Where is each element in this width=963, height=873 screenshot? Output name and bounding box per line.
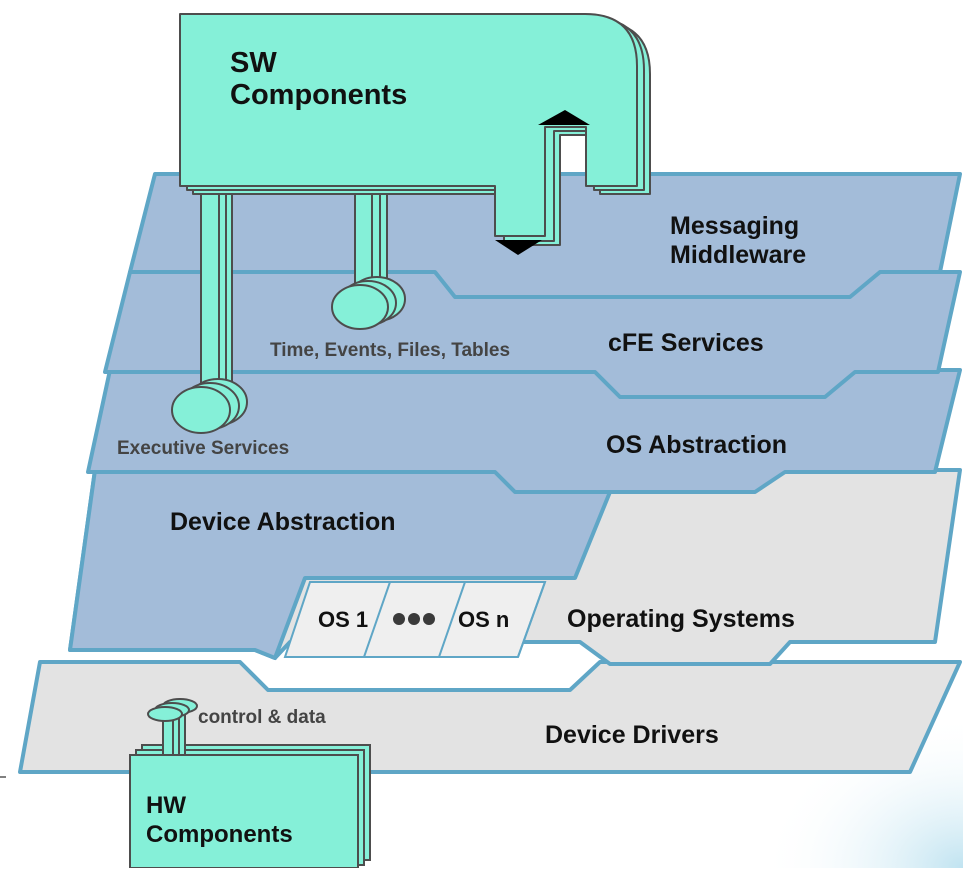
operating-systems-label: Operating Systems [567, 605, 795, 633]
time-events-annotation: Time, Events, Files, Tables [270, 340, 510, 361]
sw-components-title-line1: SW [230, 47, 277, 79]
messaging-label-line1: Messaging [670, 212, 799, 240]
hw-components-box [129, 754, 359, 869]
ellipsis-icon [393, 613, 435, 625]
connector-time-events [331, 184, 406, 330]
connector-executive-services [171, 184, 248, 434]
device-drivers-label: Device Drivers [545, 721, 719, 749]
hw-components-title-line2: Components [146, 821, 293, 848]
os-abstraction-label: OS Abstraction [606, 431, 787, 459]
cfe-services-label: cFE Services [608, 329, 764, 357]
sw-components-title-line2: Components [230, 79, 407, 111]
sw-components-box [179, 13, 638, 237]
control-data-annotation: control & data [198, 707, 326, 728]
hw-components-stack [129, 698, 371, 869]
hw-components-title-line1: HW [146, 792, 186, 819]
device-abstraction-label: Device Abstraction [170, 508, 396, 536]
arrow-up-icon [538, 110, 590, 125]
sw-components-stack [179, 13, 651, 246]
os-last-label: OS n [458, 607, 509, 632]
os-first-label: OS 1 [318, 607, 368, 632]
arrow-down-icon [495, 240, 542, 255]
executive-services-annotation: Executive Services [117, 438, 289, 459]
messaging-label-line2: Middleware [670, 241, 806, 269]
